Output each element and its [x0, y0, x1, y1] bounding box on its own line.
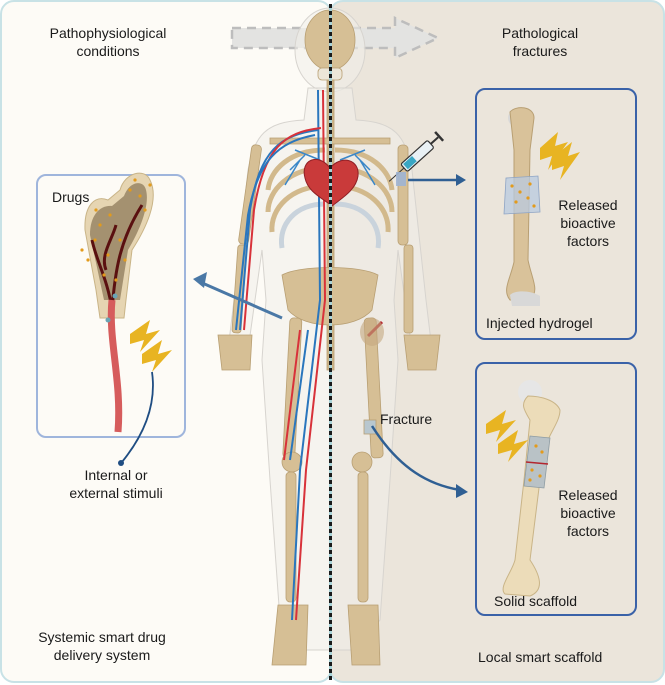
hydrogel-wrap	[503, 175, 541, 215]
arrow-to-scaffold-box	[370, 425, 468, 498]
left-title-line-1: Pathophysiological	[49, 25, 167, 41]
lightning-icon	[130, 320, 172, 372]
hydrogel-release-line-3: factors	[566, 233, 609, 249]
left-footer-line-1: Systemic smart drug	[38, 629, 166, 645]
scaffold-release-line-2: bioactive	[560, 505, 616, 521]
humerus-icon	[503, 107, 541, 306]
drug-femur-icon	[80, 172, 154, 433]
left-foot	[271, 604, 309, 666]
right-panel-footer: Local smart scaffold	[478, 649, 603, 665]
femur-icon	[502, 380, 561, 597]
hydrogel-patch	[396, 172, 406, 186]
stimuli-line-1: Internal or	[84, 467, 148, 483]
panel-divider	[329, 4, 332, 680]
arrow-to-drug-box	[193, 272, 283, 320]
scaffold-release-label: Released bioactive factors	[548, 486, 628, 540]
right-foot	[347, 604, 381, 666]
scaffold-release-line-3: factors	[566, 523, 609, 539]
fracture-label: Fracture	[380, 411, 433, 427]
left-footer-line-2: delivery system	[53, 647, 151, 663]
syringe-icon	[388, 131, 445, 182]
arrow-to-hydrogel-box	[408, 174, 466, 186]
lightning-icon	[486, 410, 528, 462]
hydrogel-caption: Injected hydrogel	[486, 315, 593, 331]
lightning-icon	[540, 132, 580, 180]
stimuli-label: Internal or external stimuli	[46, 466, 186, 502]
stimuli-connector	[118, 371, 154, 466]
left-panel-footer: Systemic smart drug delivery system	[22, 628, 182, 664]
right-title-line-1: Pathological	[501, 25, 579, 41]
scaffold-release-line-1: Released	[558, 487, 618, 503]
hydrogel-release-label: Released bioactive factors	[548, 196, 628, 250]
left-hand	[217, 334, 253, 371]
right-panel-title: Pathological fractures	[480, 24, 600, 60]
hydrogel-box	[475, 88, 637, 340]
stimuli-line-2: external stimuli	[69, 485, 163, 501]
left-title-line-2: conditions	[76, 43, 140, 59]
right-hand	[403, 334, 441, 371]
left-panel-title: Pathophysiological conditions	[28, 24, 188, 60]
scaffold-sleeve	[523, 435, 551, 489]
hydrogel-release-line-1: Released	[558, 197, 618, 213]
scaffold-caption: Solid scaffold	[494, 593, 578, 609]
drugs-label: Drugs	[52, 189, 90, 205]
hydrogel-release-line-2: bioactive	[560, 215, 616, 231]
lung-vessels	[284, 149, 376, 186]
right-title-line-2: fractures	[512, 43, 568, 59]
